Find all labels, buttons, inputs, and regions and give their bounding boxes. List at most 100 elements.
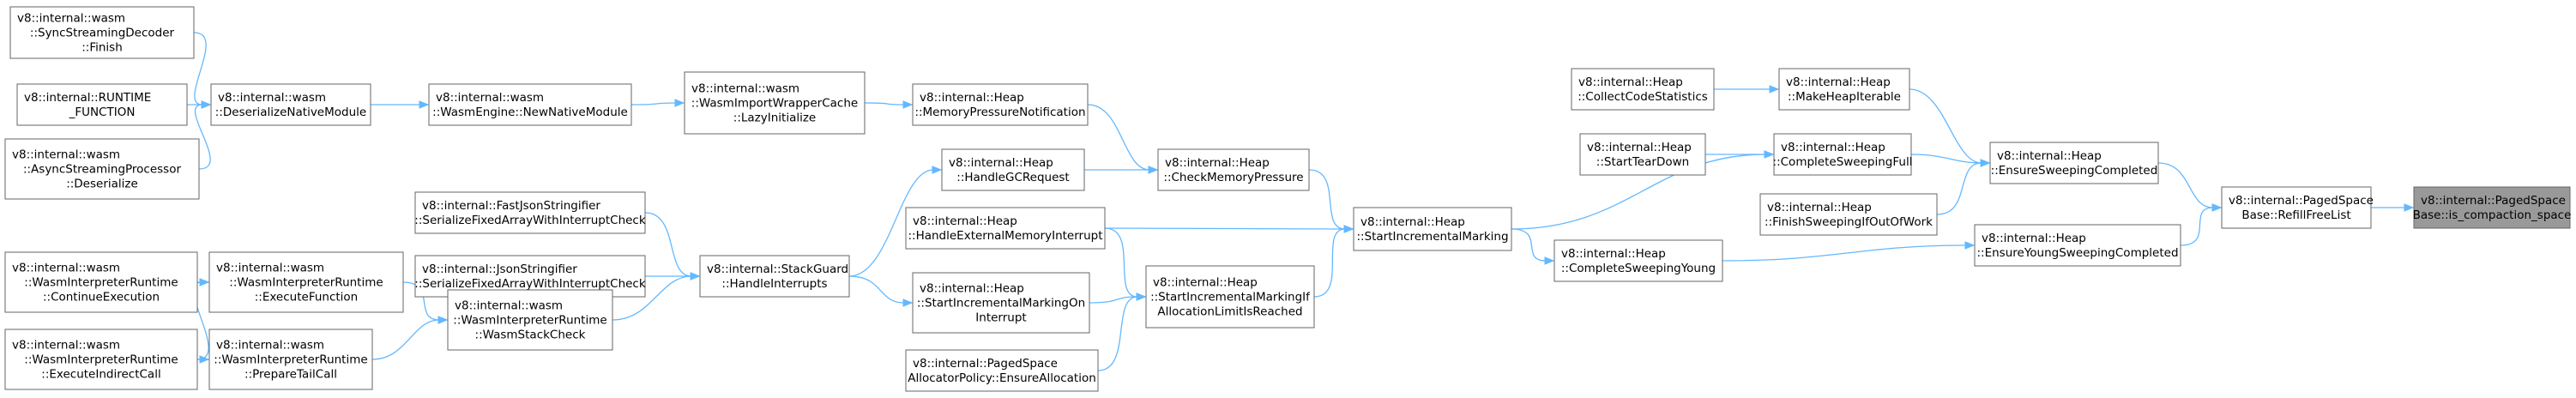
node-handleextmem[interactable]: v8::internal::Heap::HandleExternalMemory… <box>905 207 1106 250</box>
node-startim[interactable]: v8::internal::Heap::StartIncrementalMark… <box>1353 207 1512 251</box>
node-stackguard[interactable]: v8::internal::StackGuard::HandleInterrup… <box>699 255 850 298</box>
node-box[interactable] <box>1759 193 1938 236</box>
node-box[interactable] <box>447 289 613 351</box>
node-label-line: v8::internal::Heap <box>1767 201 1872 214</box>
edge-wasmstack-to-stackguard <box>612 272 701 321</box>
node-box[interactable] <box>1553 239 1723 282</box>
node-label-line: ::ExecuteFunction <box>255 291 359 305</box>
edge-ensuresweep-to-refill <box>2157 162 2223 212</box>
node-label-line: v8::internal::Heap <box>1578 75 1683 89</box>
node-label-line: v8::internal::wasm <box>12 148 120 162</box>
node-label-line: v8::internal::Heap <box>1997 149 2102 163</box>
node-completefull[interactable]: v8::internal::Heap::CompleteSweepingFull <box>1773 133 1913 176</box>
edge-arrowhead <box>199 278 210 286</box>
node-starttear[interactable]: v8::internal::Heap::StartTearDown <box>1579 133 1706 176</box>
edge-arrowhead <box>437 316 449 324</box>
node-label-line: v8::internal::wasm <box>216 262 324 275</box>
node-iscompaction[interactable]: v8::internal::PagedSpaceBase::is_compact… <box>2413 186 2572 229</box>
node-label-line: v8::internal::Heap <box>1360 215 1465 229</box>
node-pagedalloc[interactable]: v8::internal::PagedSpaceAllocatorPolicy:… <box>905 349 1099 392</box>
node-mempressnotif[interactable]: v8::internal::Heap::MemoryPressureNotifi… <box>912 83 1089 126</box>
node-box[interactable] <box>2221 186 2372 229</box>
node-ensureyoung[interactable]: v8::internal::Heap::EnsureYoungSweepingC… <box>1974 224 2181 267</box>
node-box[interactable] <box>1353 207 1512 251</box>
edge-arrowhead <box>1980 159 1991 167</box>
node-box[interactable] <box>2413 186 2571 229</box>
node-label-line: ::PrepareTailCall <box>244 368 337 382</box>
node-label-line: ::Deserialize <box>66 178 138 191</box>
node-handlegc[interactable]: v8::internal::Heap::HandleGCRequest <box>941 148 1085 191</box>
node-box[interactable] <box>1974 224 2181 267</box>
node-box[interactable] <box>912 83 1089 126</box>
node-lazyinit[interactable]: v8::internal::wasm::WasmImportWrapperCac… <box>684 71 866 135</box>
node-label-line: ::SerializeFixedArrayWithInterruptCheck <box>414 277 646 291</box>
node-label-line: v8::internal::StackGuard <box>707 262 848 276</box>
node-box[interactable] <box>9 6 195 59</box>
node-syncfinish[interactable]: v8::internal::wasm::SyncStreamingDecoder… <box>9 6 195 59</box>
node-box[interactable] <box>428 83 632 126</box>
edge-arrowhead <box>1136 292 1147 301</box>
edge-arrowhead <box>1148 166 1159 174</box>
node-box[interactable] <box>414 191 646 234</box>
node-wasmstack[interactable]: v8::internal::wasm::WasmInterpreterRunti… <box>447 289 613 351</box>
edge-startimiflimit-to-startim <box>1313 225 1354 298</box>
node-box[interactable] <box>210 83 371 126</box>
node-box[interactable] <box>1989 142 2159 184</box>
edge-lazyinit-to-mempressnotif <box>864 100 914 109</box>
node-finishifout[interactable]: v8::internal::Heap::FinishSweepingIfOutO… <box>1759 193 1938 236</box>
node-checkmem[interactable]: v8::internal::Heap::CheckMemoryPressure <box>1157 148 1310 191</box>
node-label-line: ::EnsureSweepingCompleted <box>1991 164 2158 178</box>
edge-pagedalloc-to-startimiflimit <box>1097 292 1147 371</box>
node-label-line: ::LazyInitialize <box>733 112 816 125</box>
node-refill[interactable]: v8::internal::PagedSpaceBase::RefillFree… <box>2221 186 2374 229</box>
node-completeyoung[interactable]: v8::internal::Heap::CompleteSweepingYoun… <box>1553 239 1723 282</box>
node-box[interactable] <box>1773 133 1912 176</box>
node-deser[interactable]: v8::internal::wasm::DeserializeNativeMod… <box>210 83 371 126</box>
node-label-line: AllocatorPolicy::EnsureAllocation <box>908 371 1096 385</box>
node-box[interactable] <box>208 329 373 390</box>
node-box[interactable] <box>1579 133 1706 176</box>
edge-arrowhead <box>1964 241 1976 250</box>
node-label-line: v8::internal::wasm <box>17 12 125 26</box>
node-label-line: v8::internal::Heap <box>1786 75 1891 89</box>
node-box[interactable] <box>699 255 850 298</box>
node-box[interactable] <box>208 251 404 313</box>
node-runtimefn[interactable]: v8::internal::RUNTIME_FUNCTION <box>16 83 188 126</box>
node-box[interactable] <box>905 207 1106 250</box>
node-box[interactable] <box>1145 265 1315 329</box>
node-label-line: v8::internal::PagedSpace <box>2421 194 2566 208</box>
node-newnative[interactable]: v8::internal::wasm::WasmEngine::NewNativ… <box>428 83 632 126</box>
node-label-line: v8::internal::Heap <box>949 156 1053 170</box>
node-label-line: ::ExecuteIndirectCall <box>41 368 160 382</box>
node-startimoninterrupt[interactable]: v8::internal::Heap::StartIncrementalMark… <box>912 272 1090 334</box>
node-box[interactable] <box>941 148 1085 191</box>
node-box[interactable] <box>1157 148 1310 191</box>
node-startimiflimit[interactable]: v8::internal::Heap::StartIncrementalMark… <box>1145 265 1315 329</box>
node-label-line: ::HandleGCRequest <box>956 171 1069 184</box>
node-box[interactable] <box>4 251 198 313</box>
node-collectcode[interactable]: v8::internal::Heap::CollectCodeStatistic… <box>1571 68 1715 111</box>
node-box[interactable] <box>684 71 866 135</box>
node-box[interactable] <box>16 83 188 126</box>
node-box[interactable] <box>905 349 1099 392</box>
node-contexec[interactable]: v8::internal::wasm::WasmInterpreterRunti… <box>4 251 198 313</box>
node-label-line: ::SerializeFixedArrayWithInterruptCheck <box>414 214 646 227</box>
node-box[interactable] <box>912 272 1090 334</box>
node-label-line: ::Finish <box>81 41 123 55</box>
node-label-line: ::WasmImportWrapperCache <box>691 97 858 111</box>
node-execfn[interactable]: v8::internal::wasm::WasmInterpreterRunti… <box>208 251 404 313</box>
node-makeheap[interactable]: v8::internal::Heap::MakeHeapIterable <box>1778 68 1910 111</box>
node-asyncdeser[interactable]: v8::internal::wasm::AsyncStreamingProces… <box>4 138 200 200</box>
node-faststr[interactable]: v8::internal::FastJsonStringifier::Seria… <box>414 191 646 234</box>
node-ensuresweep[interactable]: v8::internal::Heap::EnsureSweepingComple… <box>1989 142 2159 184</box>
node-box[interactable] <box>4 138 200 200</box>
node-box[interactable] <box>1571 68 1715 111</box>
node-box[interactable] <box>1778 68 1910 111</box>
edge-collectcode-to-makeheap <box>1714 85 1780 93</box>
edge-arrowhead <box>690 272 701 280</box>
node-box[interactable] <box>4 329 198 390</box>
node-execindirect[interactable]: v8::internal::wasm::WasmInterpreterRunti… <box>4 329 198 390</box>
node-preptail[interactable]: v8::internal::wasm::WasmInterpreterRunti… <box>208 329 373 390</box>
node-label-line: ::StartIncrementalMarkingOn <box>917 297 1085 311</box>
